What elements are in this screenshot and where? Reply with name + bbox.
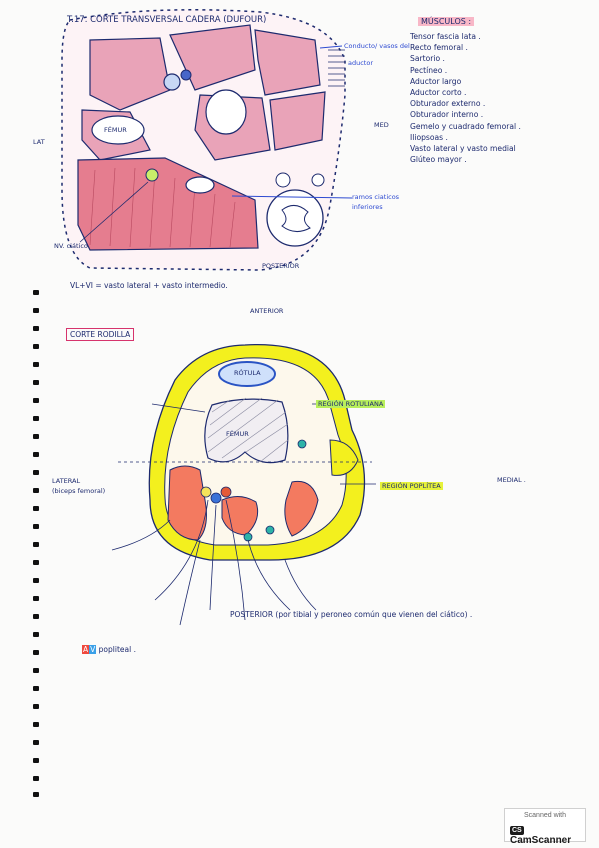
ramos-label-2: inferiores: [352, 203, 383, 211]
medial-label: MEDIAL .: [497, 476, 526, 484]
spiral-binding: [33, 290, 39, 797]
hip-posterior-label: POSTERIOR: [262, 262, 300, 270]
list-item: Aductor largo: [410, 76, 462, 86]
list-item: Iliopsoas .: [410, 132, 448, 142]
muscles-header: MÚSCULOS :: [418, 17, 475, 26]
list-item: Tensor fascia lata .: [410, 32, 481, 41]
lateral-sub-label: (biceps femoral): [52, 487, 106, 495]
knee-section-title: CORTE RODILLA: [66, 328, 135, 341]
knee-femur-label: FÉMUR: [226, 430, 249, 438]
vl-vi-note: VL+VI = vasto lateral + vasto intermedio…: [70, 281, 228, 290]
hip-med-label: MED: [374, 121, 389, 129]
nv-ciatico-label: NV. ciático: [54, 242, 88, 250]
posterior-note: POSTERIOR (por tibial y peroneo común qu…: [230, 610, 473, 619]
conducto-label: Conducto/ vasos del: [344, 42, 410, 50]
camscanner-badge: Scanned with CSCamScanner: [504, 808, 586, 846]
hip-cross-section-diagram: [61, 9, 353, 271]
camscanner-brand: CSCamScanner: [510, 824, 585, 846]
ramos-label: ramos ciaticos: [352, 193, 400, 201]
list-item: Pectíneo .: [410, 65, 448, 75]
list-item: Vasto lateral y vasto medial: [410, 144, 516, 154]
region-poplitea-label: REGIÓN POPLÍTEA: [380, 482, 443, 490]
camscanner-logo-icon: CS: [510, 826, 524, 835]
artery-tag: A: [82, 645, 90, 654]
rotula-label: RÓTULA: [234, 369, 261, 377]
av-popliteal-label: popliteal .: [98, 645, 136, 654]
list-item: Recto femoral .: [410, 43, 468, 53]
list-item: Obturador externo .: [410, 99, 486, 109]
list-item: Aductor corto .: [410, 88, 467, 98]
knee-anterior-label: ANTERIOR: [250, 307, 284, 315]
hip-femur-label: FÉMUR: [104, 126, 127, 134]
region-rotuliana-label: REGIÓN ROTULIANA: [316, 400, 386, 408]
conducto-label-2: aductor: [348, 59, 374, 67]
list-item: Obturador interno .: [410, 110, 484, 120]
list-item: Glúteo mayor .: [410, 155, 467, 165]
hip-section-title: T.17. CORTE TRANSVERSAL CADERA (DUFOUR): [67, 15, 267, 25]
scanned-with-text: Scanned with: [523, 812, 567, 819]
list-item: Gemelo y cuadrado femoral .: [410, 121, 521, 131]
camscanner-name: CamScanner: [510, 835, 572, 846]
muscle-list: Tensor fascia lata . Recto femoral . Sar…: [410, 31, 521, 165]
lateral-label: LATERAL: [52, 477, 81, 485]
hip-lat-label: LAT: [33, 138, 45, 146]
list-item: Sartorio .: [410, 54, 445, 64]
vein-tag: V: [89, 645, 97, 654]
